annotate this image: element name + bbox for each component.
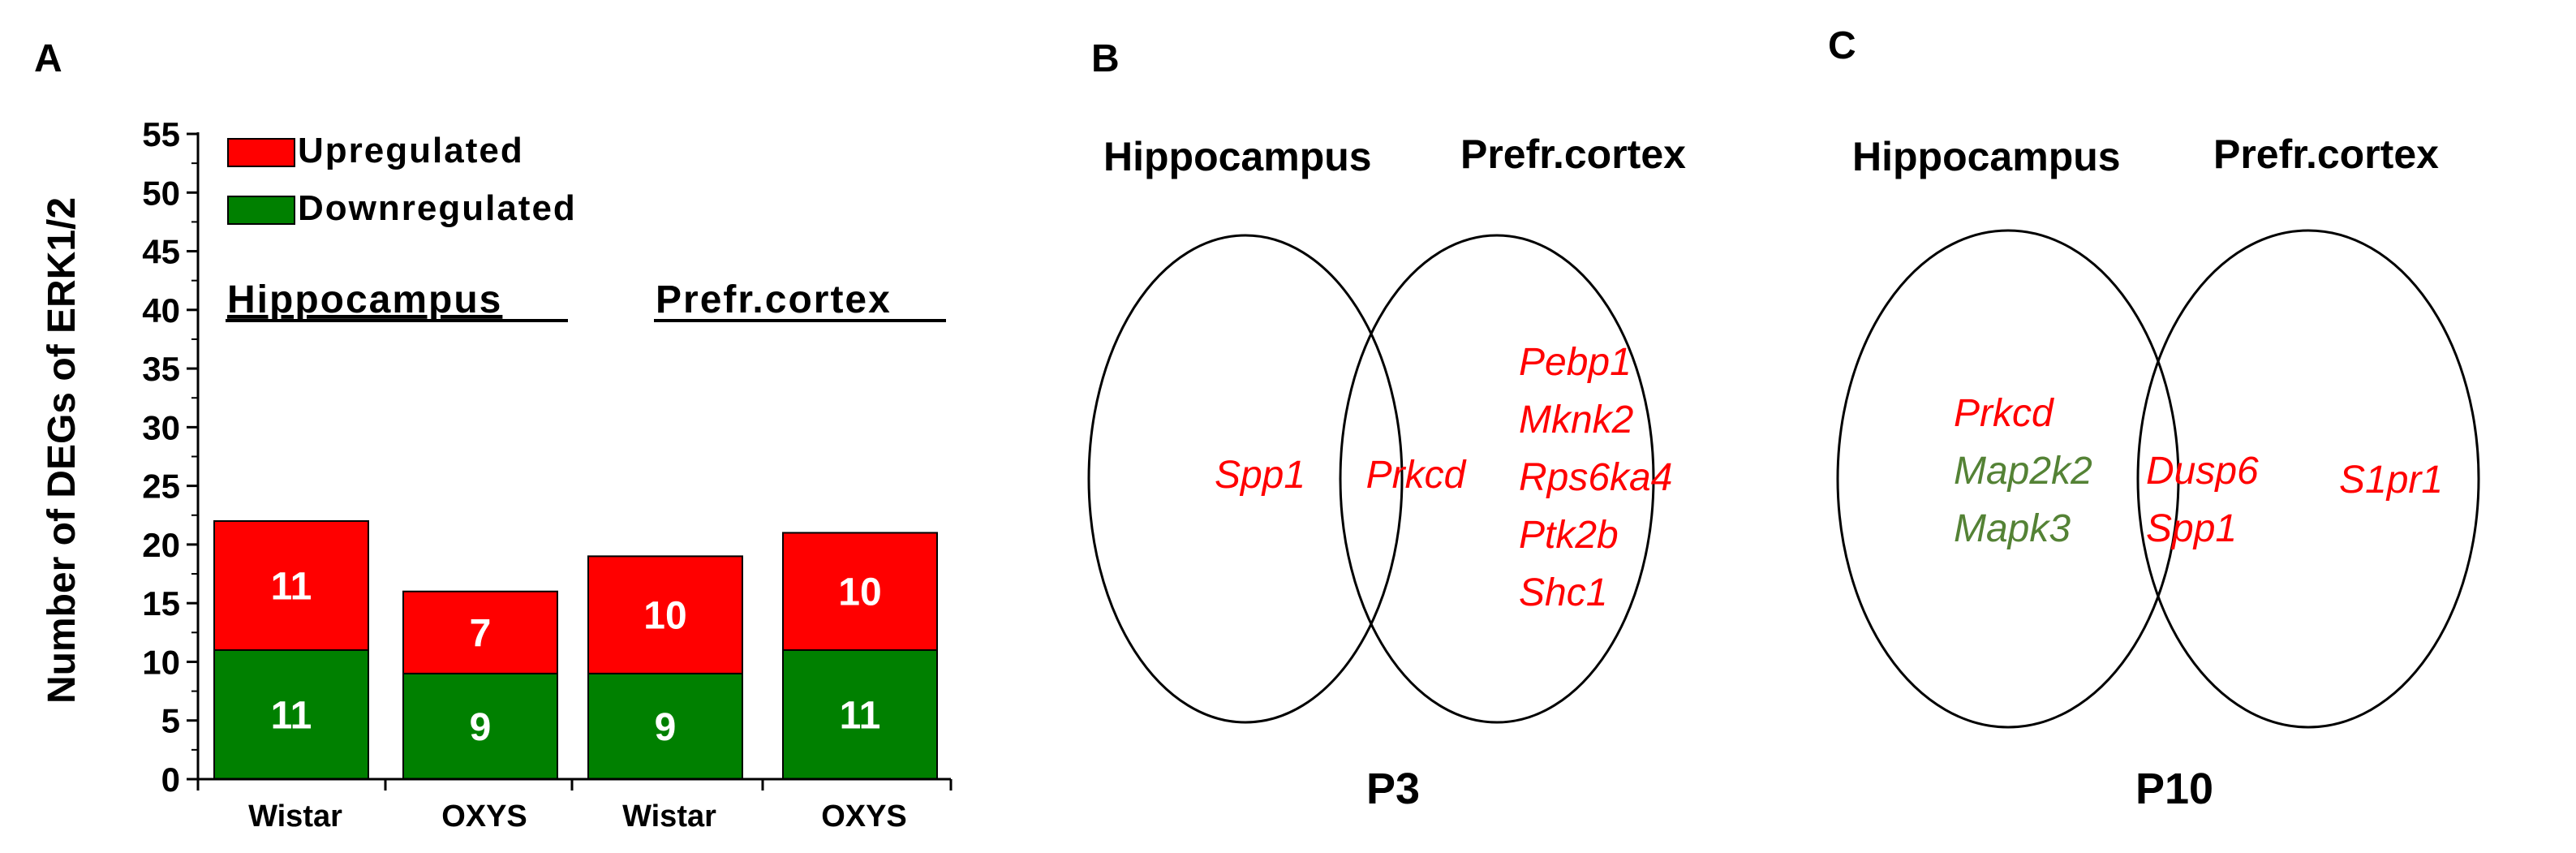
venn-b-left-title: Hippocampus	[1103, 134, 1372, 179]
y-tick-label: 30	[142, 408, 180, 446]
y-tick-label: 10	[142, 643, 180, 681]
venn-b-right-circle	[1339, 234, 1655, 724]
y-tick-label: 15	[142, 584, 180, 623]
y-tick-label: 45	[142, 233, 180, 271]
y-axis: 0 5 10 15 20 25 30 35 40 45 50 55	[142, 115, 200, 799]
y-tick-label: 25	[142, 467, 180, 506]
venn-diagram-p3: Hippocampus Prefr.cortex Spp1 Prkcd Pebp…	[1087, 131, 1686, 813]
venn-c-right-gene: S1pr1	[2339, 459, 2443, 502]
bar-upregulated	[402, 590, 558, 674]
venn-c-left-circle	[1836, 229, 2180, 729]
venn-c-left-gene: Map2k2	[1954, 450, 2092, 493]
venn-c-left-title: Hippocampus	[1852, 134, 2121, 179]
venn-b-right-gene: Mknk2	[1519, 398, 1633, 442]
group-label-hippocampus: Hippocampus	[227, 278, 502, 321]
bar-upregulated	[782, 532, 938, 651]
data-label-downregulated: 9	[470, 706, 492, 749]
y-tick-label: 40	[142, 291, 180, 330]
legend-swatch-down	[227, 196, 295, 225]
y-tick-label: 55	[142, 115, 180, 153]
venn-c-left-gene: Prkcd	[1954, 392, 2054, 435]
data-label-downregulated: 11	[840, 695, 881, 738]
venn-c-overlap-gene: Dusp6	[2146, 450, 2259, 493]
venn-c-caption: P10	[2135, 765, 2213, 813]
venn-c-right-circle	[2136, 229, 2480, 729]
venn-b-overlap-gene: Prkcd	[1366, 454, 1467, 497]
stacked-bar-chart: 11 11 9 7 9 10 11 10 0 5 10 15 20 25 30 35 40 45 50 55 Wis…	[41, 115, 953, 834]
venn-c-right-title: Prefr.cortex	[2213, 131, 2439, 177]
data-label-upregulated: 7	[470, 612, 492, 655]
y-tick-label: 50	[142, 174, 180, 212]
venn-b-left-circle	[1087, 234, 1404, 724]
x-tick-label: Wistar	[248, 799, 342, 834]
bar-upregulated	[213, 520, 369, 651]
bar-upregulated	[587, 555, 743, 674]
venn-b-right-gene: Pebp1	[1519, 341, 1632, 384]
y-tick-label: 5	[161, 702, 180, 740]
venn-b-left-gene: Spp1	[1215, 454, 1305, 497]
y-tick-label: 35	[142, 350, 180, 388]
venn-b-right-gene: Ptk2b	[1519, 514, 1619, 557]
x-tick-label: OXYS	[441, 799, 527, 834]
y-tick-label: 20	[142, 526, 180, 564]
x-tick-label: Wistar	[622, 799, 716, 834]
x-axis: Wistar OXYS Wistar OXYS	[196, 778, 953, 834]
group-label-prefr-cortex: Prefr.cortex	[656, 278, 892, 321]
venn-c-overlap-gene: Spp1	[2146, 507, 2237, 550]
venn-diagram-p10: Hippocampus Prefr.cortex Prkcd Map2k2 Ma…	[1836, 131, 2480, 813]
venn-c-left-gene: Mapk3	[1954, 507, 2071, 550]
y-tick-label: 0	[161, 760, 180, 799]
bar-downregulated	[213, 649, 369, 780]
venn-b-right-gene: Shc1	[1519, 571, 1607, 614]
venn-b-right-gene: Rps6ka4	[1519, 456, 1672, 499]
legend-label-up: Upregulated	[298, 131, 524, 170]
panel-label-a: A	[34, 37, 62, 80]
data-label-upregulated: 11	[271, 566, 312, 609]
panel-label-b: B	[1091, 37, 1120, 80]
y-axis-label: Number of DEGs of ERK1/2	[41, 197, 84, 704]
data-label-downregulated: 9	[655, 706, 677, 749]
venn-b-right-title: Prefr.cortex	[1460, 131, 1686, 177]
legend-swatch-up	[227, 138, 295, 167]
data-label-upregulated: 10	[643, 595, 686, 638]
legend-label-down: Downregulated	[298, 188, 577, 228]
venn-b-caption: P3	[1366, 765, 1420, 813]
bar-downregulated	[587, 672, 743, 781]
panel-label-c: C	[1828, 24, 1856, 67]
x-tick-label: OXYS	[821, 799, 907, 834]
data-label-downregulated: 11	[271, 695, 312, 738]
data-label-upregulated: 10	[838, 571, 881, 614]
bars-layer: 11 11 9 7 9 10 11 10	[213, 520, 938, 781]
